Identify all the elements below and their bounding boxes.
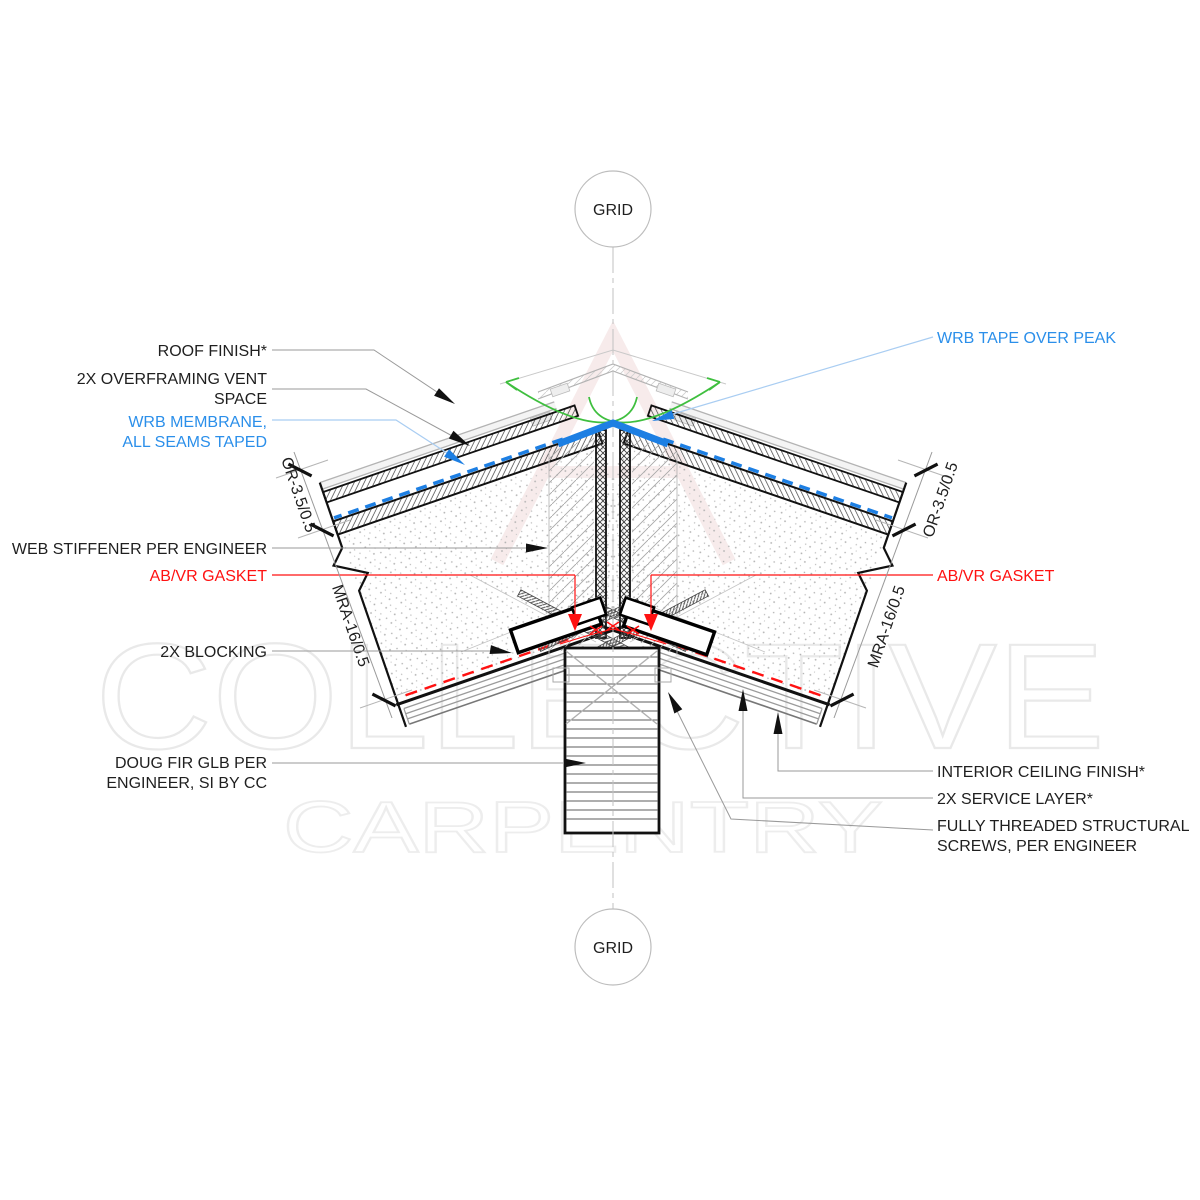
- label-abvr-gasket-left: AB/VR GASKET: [150, 568, 268, 585]
- leader-lines-blue: [272, 336, 934, 463]
- dim-or-right: OR-3.5/0.5: [920, 460, 962, 540]
- wrb-tape: [556, 419, 670, 448]
- label-overframing-1: 2X OVERFRAMING VENT: [77, 371, 267, 388]
- leader-lines: [272, 349, 934, 831]
- grid-bubble-bottom: GRID: [574, 908, 652, 986]
- label-wrb-membrane-1: WRB MEMBRANE,: [128, 414, 267, 431]
- vent-flow-arrows: [505, 377, 721, 424]
- label-wrb-tape: WRB TAPE OVER PEAK: [937, 330, 1116, 347]
- panel-break-line-right: [818, 482, 908, 728]
- label-service-layer: 2X SERVICE LAYER*: [937, 791, 1093, 808]
- grid-bubble-top: GRID: [574, 170, 652, 248]
- web-stiffener-zones: [548, 437, 678, 655]
- gasket-details: [272, 574, 933, 645]
- leader-arrowheads-blue: [444, 410, 675, 465]
- grid-top-label: GRID: [593, 202, 633, 219]
- label-ceiling-finish: INTERIOR CEILING FINISH*: [937, 764, 1145, 781]
- label-overframing-2: SPACE: [214, 391, 267, 408]
- label-web-stiffener: WEB STIFFENER PER ENGINEER: [12, 541, 267, 558]
- label-blocking: 2X BLOCKING: [160, 644, 267, 661]
- leader-arrowheads: [434, 388, 783, 768]
- label-abvr-gasket-right: AB/VR GASKET: [937, 568, 1055, 585]
- label-screws-2: SCREWS, PER ENGINEER: [937, 838, 1137, 855]
- label-roof-finish: ROOF FINISH*: [158, 343, 267, 360]
- label-screws-1: FULLY THREADED STRUCTURAL: [937, 818, 1190, 835]
- callouts-right: WRB TAPE OVER PEAK AB/VR GASKET INTERIOR…: [937, 330, 1190, 855]
- label-glb-1: DOUG FIR GLB PER: [115, 755, 267, 772]
- dim-or-left: OR-3.5/0.5: [277, 455, 319, 535]
- roof-slope-right: [564, 401, 908, 728]
- panel-break-line-left: [318, 482, 408, 728]
- glb-beam: [552, 646, 672, 835]
- label-glb-2: ENGINEER, SI BY CC: [106, 775, 267, 792]
- label-wrb-membrane-2: ALL SEAMS TAPED: [122, 434, 267, 451]
- callouts-left: ROOF FINISH* 2X OVERFRAMING VENT SPACE W…: [12, 343, 267, 792]
- grid-bottom-label: GRID: [593, 940, 633, 957]
